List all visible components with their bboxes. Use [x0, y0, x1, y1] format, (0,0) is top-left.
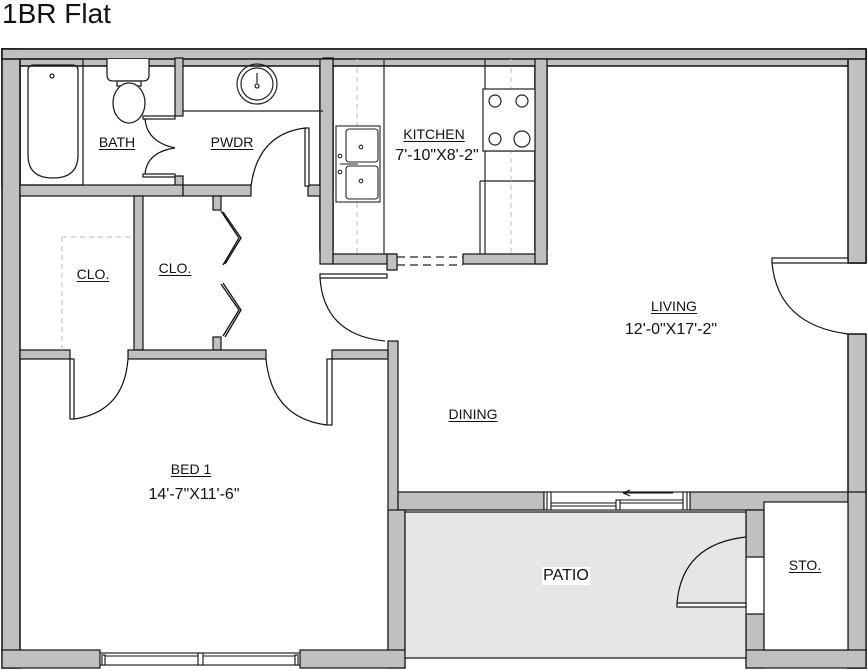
cooktop-icon: [482, 88, 536, 152]
room-label-living: LIVING: [651, 298, 697, 314]
left-wall: [1, 48, 21, 669]
patio-area: [404, 511, 747, 659]
room-label-bath: BATH: [98, 134, 136, 150]
sliding-door-icon: [543, 489, 691, 511]
room-label-storage: STO.: [788, 557, 822, 573]
room-dimensions-living: 12'-0"X17'-2": [624, 321, 718, 338]
bathtub-icon: [27, 64, 79, 179]
room-label-dining: DINING: [448, 406, 498, 422]
room-label-patio: PATIO: [542, 567, 590, 585]
top-wall: [1, 48, 867, 60]
room-label-closet-left: CLO.: [76, 266, 110, 282]
room-dimensions-bed1: 14'-7"X11'-6": [148, 486, 240, 503]
lavatory-sink-icon: [183, 63, 323, 112]
room-label-bed1: BED 1: [170, 461, 212, 477]
double-sink-icon: [335, 125, 381, 203]
room-label-kitchen: KITCHEN: [403, 126, 465, 142]
plan-title: 1BR Flat: [2, 0, 111, 29]
window-icon: [99, 652, 301, 666]
room-label-closet-right: CLO.: [158, 260, 192, 276]
room-label-pwdr: PWDR: [210, 134, 254, 150]
right-wall-upper: [847, 48, 867, 264]
toilet-icon: [106, 59, 150, 124]
room-dimensions-kitchen: 7'-10"X8'-2": [395, 147, 479, 164]
